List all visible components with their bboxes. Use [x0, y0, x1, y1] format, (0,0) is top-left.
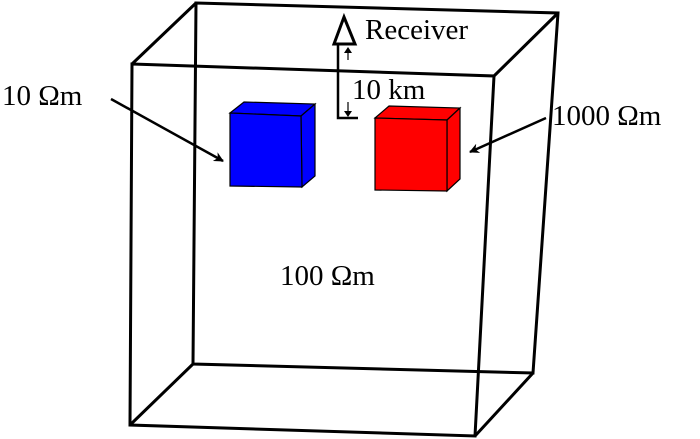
model-domain-box — [128, 1, 560, 438]
background-resistivity-label: 100 Ωm — [280, 260, 375, 292]
conductor-pointer-arrow — [110, 97, 224, 163]
receiver-icon — [331, 12, 358, 120]
resistor-block — [373, 105, 462, 193]
depth-label: 10 km — [352, 74, 426, 106]
resistor-pointer-arrow — [469, 116, 547, 154]
conductor-block — [228, 101, 317, 189]
resistor-label: 1000 Ωm — [552, 100, 662, 132]
conductor-label: 10 Ωm — [2, 80, 83, 112]
receiver-label: Receiver — [365, 14, 469, 46]
